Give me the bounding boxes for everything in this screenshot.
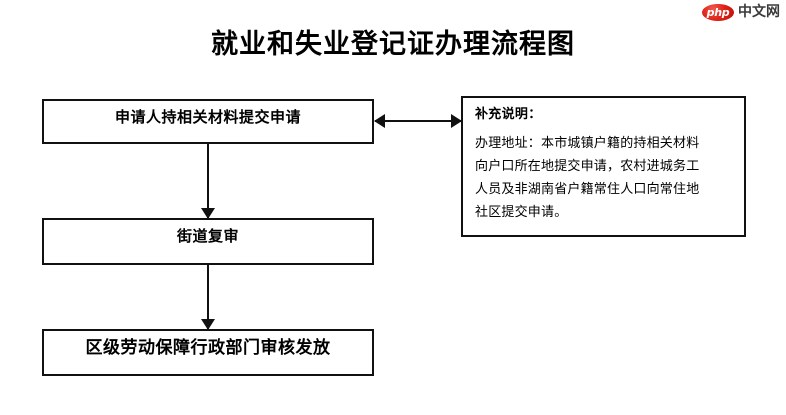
connector-step1-to-step2-arrow: [207, 144, 209, 218]
note-heading: 补充说明：: [475, 107, 542, 122]
php-logo-badge: php: [702, 4, 734, 21]
flow-step-3-box: 区级劳动保障行政部门审核发放: [42, 329, 374, 376]
site-watermark: php 中文网: [702, 4, 780, 21]
flow-step-2-label: 街道复审: [176, 227, 239, 245]
connector-step1-to-note-double-arrow: [375, 120, 461, 122]
note-line: 办理地址：本市城镇户籍的持相关材料: [475, 136, 700, 151]
site-name-label: 中文网: [738, 4, 780, 20]
flow-step-1-label: 申请人持相关材料提交申请: [114, 108, 301, 126]
flow-step-3-label: 区级劳动保障行政部门审核发放: [85, 338, 331, 358]
note-line: 社区提交申请。: [475, 205, 568, 220]
flow-step-1-box: 申请人持相关材料提交申请: [42, 99, 374, 144]
connector-step2-to-step3-arrow: [207, 265, 209, 329]
note-line: 人员及非湖南省户籍常住人口向常住地: [475, 182, 700, 197]
note-line: 向户口所在地提交申请，农村进城务工: [475, 159, 700, 174]
supplementary-note-panel: 补充说明： 办理地址：本市城镇户籍的持相关材料 向户口所在地提交申请，农村进城务…: [461, 96, 746, 237]
flow-step-2-box: 街道复审: [42, 218, 374, 265]
page-title: 就业和失业登记证办理流程图: [211, 29, 575, 60]
